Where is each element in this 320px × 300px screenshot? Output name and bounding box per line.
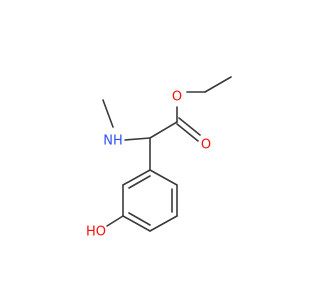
- atom-ester-oxygen: O: [172, 90, 182, 105]
- bond-ring-1: [149, 169, 178, 186]
- bond-ring-inner-c: [128, 175, 151, 189]
- bond-carbonyl-alpha: [149, 121, 178, 139]
- bond-ring-inner-b: [128, 212, 151, 226]
- bond-ring-hydroxyl: [106, 215, 124, 227]
- bond-carbonyl-double-a: [176, 123, 199, 142]
- molecule-structure: O O NH HO: [86, 76, 232, 240]
- bond-ethyl-terminal: [204, 76, 232, 93]
- atom-hydroxyl: HO: [86, 225, 106, 240]
- atom-amine: NH: [103, 134, 123, 149]
- bond-alpha-nitrogen: [124, 137, 151, 141]
- bond-ring-3: [149, 215, 178, 232]
- bond-nitrogen-methyl: [102, 99, 114, 128]
- bond-carbonyl-double-b: [178, 117, 201, 136]
- bond-ring-6: [122, 169, 151, 186]
- bond-ring-4: [122, 215, 151, 232]
- atom-carbonyl-oxygen: O: [201, 138, 211, 153]
